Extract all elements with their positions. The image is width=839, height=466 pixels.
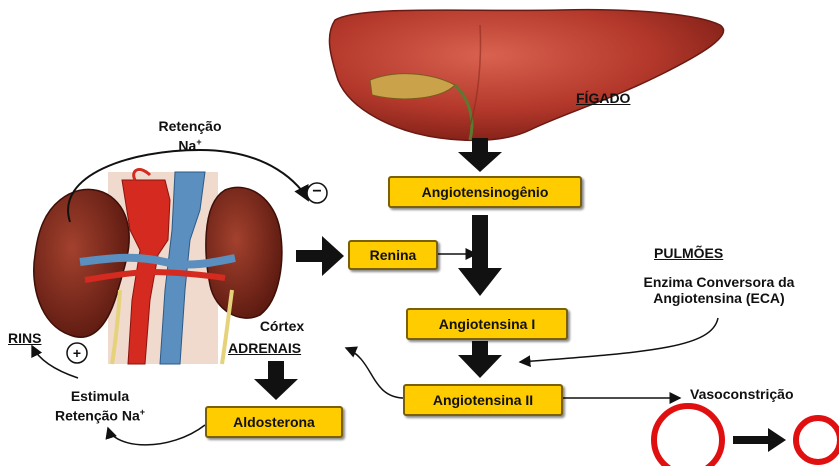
liver-label: FÍGADO (576, 90, 630, 106)
retention-na-charge: + (196, 137, 201, 147)
vessel-wide (654, 406, 722, 466)
vasoconstriction-label: Vasoconstrição (690, 386, 794, 402)
kidneys-label: RINS (8, 330, 41, 346)
minus-sign: − (307, 184, 327, 200)
enzyme-label-line2: Angiotensina (ECA) (608, 290, 830, 306)
arrow-angiotensinogen-to-angiotensin1 (458, 215, 502, 296)
angiotensin1-box: Angiotensina I (406, 308, 568, 340)
arrow-angiotensin1-to-angiotensin2 (458, 341, 502, 378)
vessel-narrow (796, 418, 839, 462)
adrenal-label-line1: Córtex (250, 318, 314, 334)
arrow-vessel-narrowing (733, 428, 786, 452)
stimulates-na: Retenção Na (55, 408, 140, 424)
angiotensin2-box: Angiotensina II (403, 384, 563, 416)
arrow-aldosterone-to-stimulus (108, 425, 205, 445)
plus-sign: + (67, 345, 87, 361)
retention-label-line1: Retenção (140, 118, 240, 134)
arrow-liver-to-angiotensinogen (458, 138, 502, 172)
retention-label: Retenção Na+ (140, 118, 240, 154)
adrenal-label-line2: ADRENAIS (228, 340, 301, 356)
arrow-adrenal-to-aldosterone (254, 361, 298, 400)
aldosterone-box: Aldosterona (205, 406, 343, 438)
retention-label-line2: Na+ (140, 134, 240, 154)
liver-illustration (329, 10, 723, 141)
lungs-label: PULMÕES (654, 245, 723, 261)
arrow-kidney-to-renin (296, 236, 344, 276)
stimulates-label-line1: Estimula (40, 388, 160, 404)
stimulates-label-line2: Retenção Na+ (40, 404, 160, 424)
stimulates-label: Estimula Retenção Na+ (40, 388, 160, 424)
enzyme-label-line1: Enzima Conversora da (608, 274, 830, 290)
retention-na: Na (178, 138, 196, 154)
stimulates-na-charge: + (140, 407, 145, 417)
enzyme-label: Enzima Conversora da Angiotensina (ECA) (608, 274, 830, 306)
renin-box: Renina (348, 240, 438, 270)
angiotensinogen-box: Angiotensinogênio (388, 176, 582, 208)
arrow-angiotensin2-to-adrenal (346, 348, 405, 398)
